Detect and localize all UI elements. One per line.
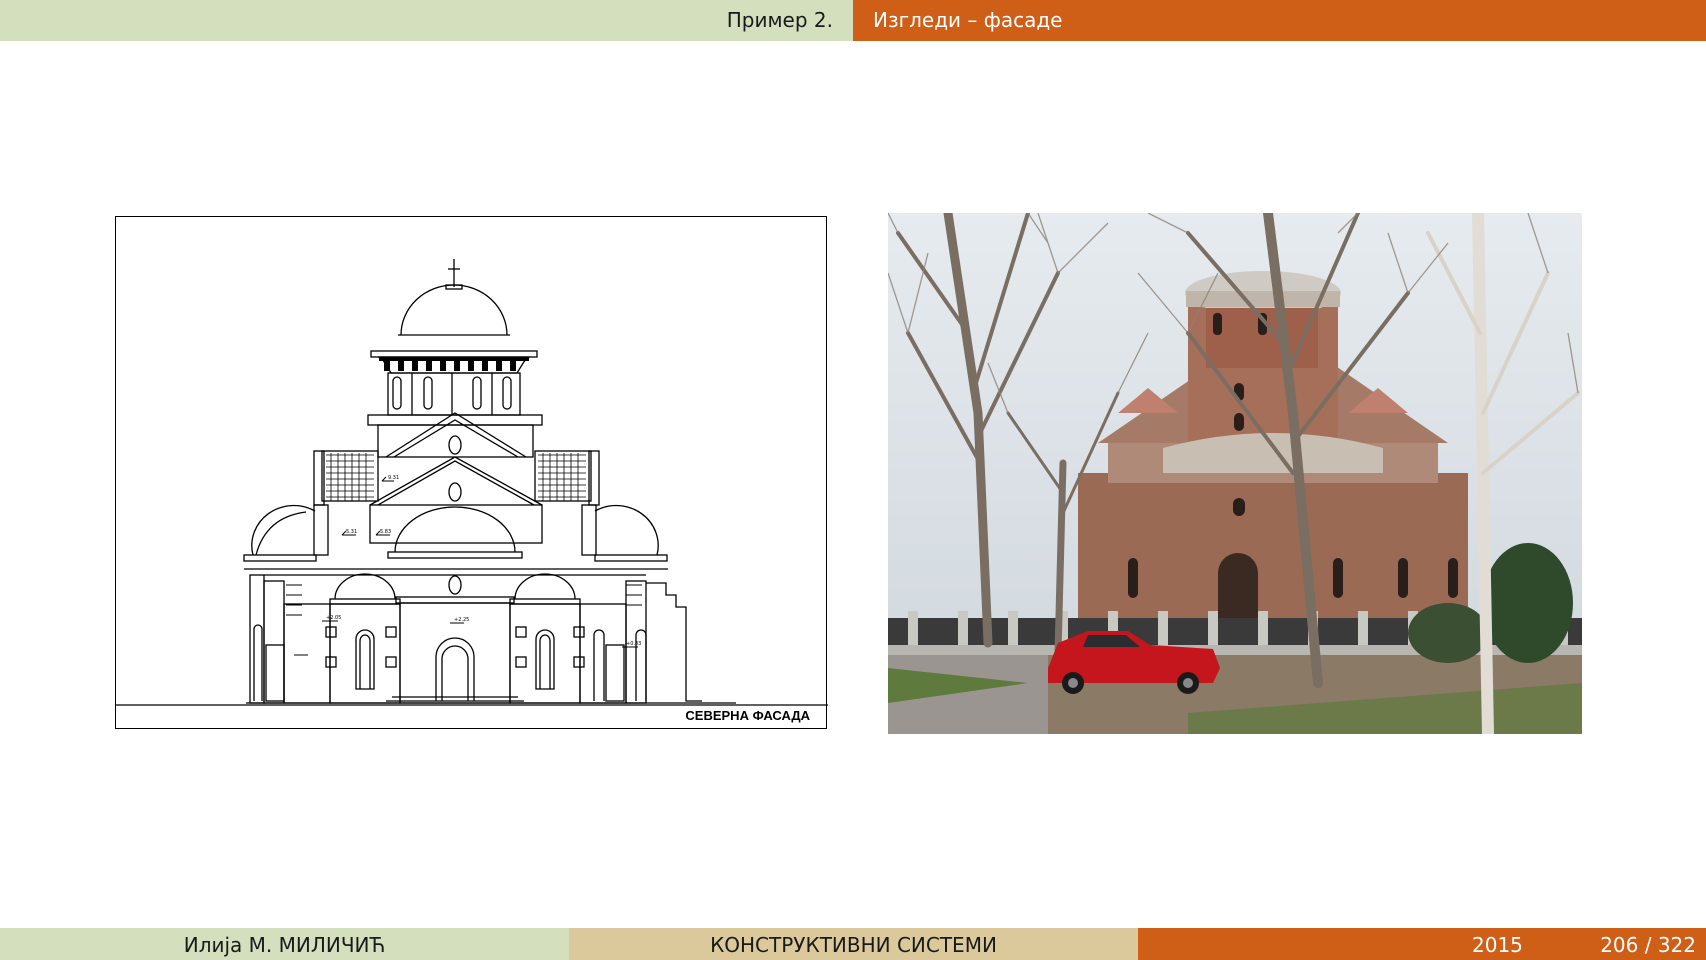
drawing-caption: СЕВЕРНА ФАСАДА	[685, 708, 810, 723]
svg-text:5.83: 5.83	[380, 529, 391, 535]
header-bar: Пример 2. Изгледи – фасаде	[0, 0, 1706, 41]
header-subsection[interactable]: Изгледи – фасаде	[873, 8, 1063, 32]
footer-author-panel[interactable]: Илија М. МИЛИЧИЋ	[0, 928, 569, 960]
footer-page-number: 206 / 322	[1600, 933, 1696, 957]
church-photo	[888, 213, 1582, 734]
header-section-panel[interactable]: Пример 2.	[0, 0, 853, 41]
svg-text:+2.05: +2.05	[326, 615, 341, 621]
footer-info-panel: 2015 206 / 322	[1138, 928, 1706, 960]
footer-title-panel[interactable]: КОНСТРУКТИВНИ СИСТЕМИ	[569, 928, 1138, 960]
footer-year: 2015	[1472, 933, 1523, 957]
facade-drawing-lines: 9.31 5.31 5.83 +2.05 +2.25 +0.83	[116, 259, 828, 706]
svg-text:5.31: 5.31	[346, 529, 357, 535]
footer-bar: Илија М. МИЛИЧИЋ КОНСТРУКТИВНИ СИСТЕМИ 2…	[0, 928, 1706, 960]
svg-text:+2.25: +2.25	[454, 617, 469, 623]
svg-text:+0.83: +0.83	[626, 641, 641, 647]
svg-text:9.31: 9.31	[388, 475, 399, 481]
header-section[interactable]: Пример 2.	[726, 8, 833, 32]
header-subsection-panel[interactable]: Изгледи – фасаде	[853, 0, 1706, 41]
facade-drawing: 9.31 5.31 5.83 +2.05 +2.25 +0.83 СЕВЕРНА ФАС…	[115, 216, 828, 729]
footer-title[interactable]: КОНСТРУКТИВНИ СИСТЕМИ	[710, 933, 997, 957]
footer-author[interactable]: Илија М. МИЛИЧИЋ	[183, 933, 386, 957]
